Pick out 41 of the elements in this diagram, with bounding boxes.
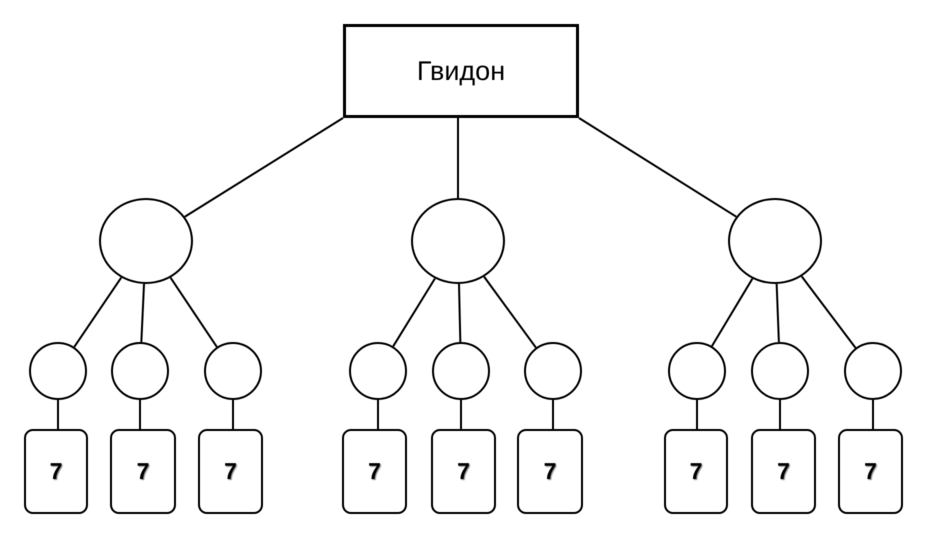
rounded-box — [24, 429, 88, 514]
connector-line — [57, 400, 59, 429]
node-label: 7 — [864, 458, 877, 485]
rounded-box — [751, 429, 816, 514]
connector-line — [170, 277, 218, 348]
rounded-box — [110, 429, 176, 514]
connector-line — [139, 400, 141, 429]
connector-line — [696, 400, 698, 429]
connector-line — [552, 400, 554, 429]
rounded-box — [342, 429, 407, 514]
connector-line — [776, 284, 780, 342]
node-label: 7 — [136, 458, 150, 485]
connector-line — [458, 284, 462, 342]
connector-line — [872, 400, 874, 429]
connector-line — [800, 276, 856, 348]
node-label: 7 — [777, 458, 790, 485]
connector-line — [483, 276, 537, 348]
node-label: 7 — [368, 458, 381, 485]
connector-line — [779, 400, 781, 429]
node-label: 7 — [457, 458, 470, 485]
rounded-box — [431, 429, 496, 514]
rounded-box — [838, 429, 903, 514]
connector-line — [578, 117, 737, 218]
connector-line — [140, 284, 146, 342]
node-label: 7 — [544, 458, 556, 485]
connector-line — [711, 278, 754, 347]
rounded-box — [198, 429, 263, 514]
node-label: 7 — [224, 458, 237, 485]
connector-line — [232, 400, 234, 429]
connector-line — [73, 277, 122, 348]
connector-line — [392, 278, 436, 347]
connector-line — [460, 400, 462, 429]
connector-line — [377, 400, 379, 429]
node-label: 7 — [690, 458, 702, 485]
rounded-box — [664, 429, 728, 514]
title-box — [343, 24, 579, 118]
connector-line — [457, 118, 459, 198]
rounded-box — [517, 429, 583, 514]
node-label: 7 — [50, 458, 62, 485]
connector-line — [184, 117, 344, 218]
node-label: Гвидон — [416, 56, 506, 86]
